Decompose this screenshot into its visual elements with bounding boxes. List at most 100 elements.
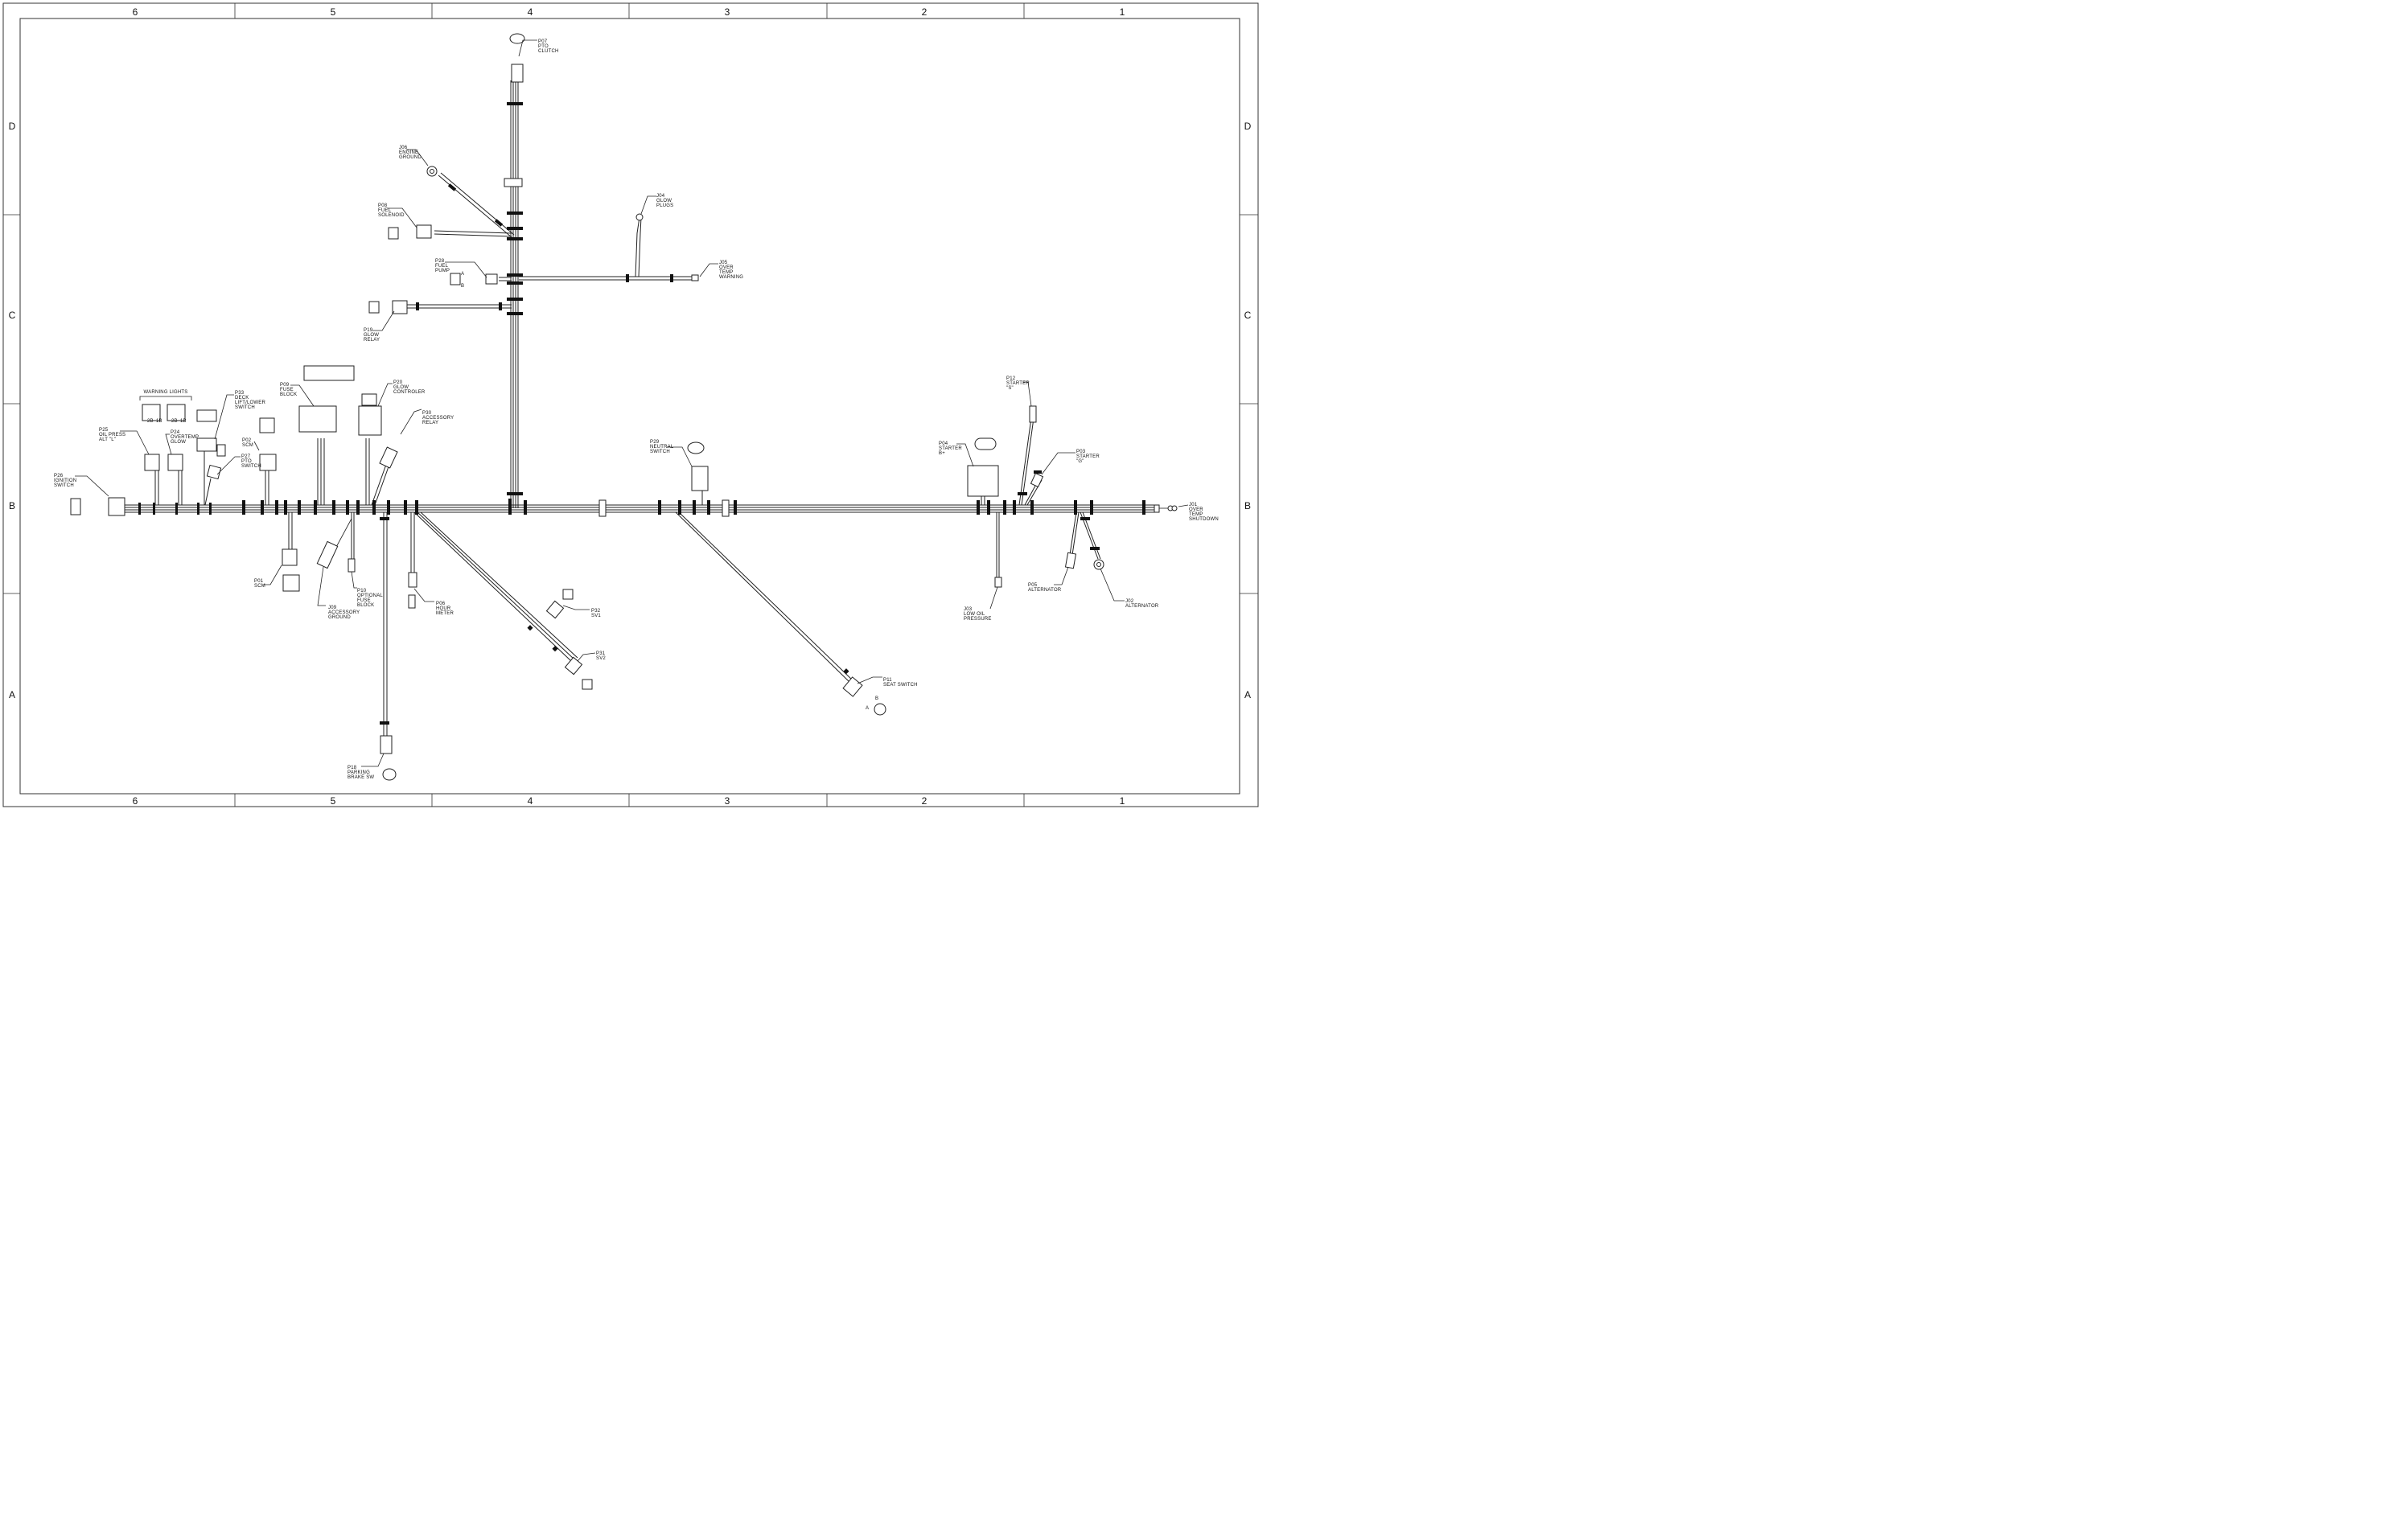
label-p12-line: "S" <box>1006 386 1014 391</box>
col-label-5-bottom: 5 <box>331 795 336 807</box>
label-p19-line: RELAY <box>364 338 380 343</box>
branch-fuel-pump <box>499 277 512 281</box>
label-p09-line: P09 <box>280 383 290 388</box>
pin-letter-a-p28: A <box>461 272 464 277</box>
branch-temp <box>519 216 692 281</box>
label-p32-line: SV1 <box>591 614 601 618</box>
warning-light-pin-1b-right: 1B <box>180 419 187 424</box>
label-p09-line: BLOCK <box>280 392 297 397</box>
label-p03-line: P03 <box>1076 450 1086 454</box>
label-p25-line: ALT "L" <box>99 437 116 442</box>
label-j04-line: GLOW <box>656 199 672 203</box>
label-p07-line: P07 <box>538 39 548 44</box>
row-label-B-right: B <box>1244 500 1251 511</box>
label-p27-line: SWITCH <box>241 464 261 469</box>
label-j05-line: J05 <box>719 261 728 265</box>
label-p02-line: SCM <box>242 443 253 448</box>
col-label-2-bottom: 2 <box>922 795 927 807</box>
harness-drawing: 6 5 4 3 2 1 6 5 4 3 2 1 D C B A D C B A <box>2 2 1259 807</box>
label-p29-line: NEUTRAL <box>650 445 674 450</box>
label-j02-line: ALTERNATOR <box>1125 604 1159 609</box>
label-p04-line: P04 <box>939 441 948 446</box>
label-p24-line: OVERTEMP <box>171 435 199 440</box>
label-p04-line: STARTER <box>939 446 962 451</box>
row-label-A-left: A <box>9 689 15 700</box>
label-p09-line: FUSE <box>280 388 294 392</box>
row-label-D-right: D <box>1244 121 1252 132</box>
leader-lines <box>75 39 1189 767</box>
label-p26-line: P26 <box>54 474 64 478</box>
label-p24-line: P24 <box>171 430 180 435</box>
label-p33-line: P33 <box>235 391 245 396</box>
branch-engine-ground <box>438 172 515 238</box>
label-p31-line: P31 <box>596 651 606 656</box>
label-p19-line: GLOW <box>364 333 379 338</box>
label-p10-line: P10 <box>357 589 367 593</box>
label-p20-line: P20 <box>393 380 403 385</box>
label-p20-line: GLOW <box>393 385 409 390</box>
col-label-3-top: 3 <box>725 6 730 18</box>
main-trunk <box>121 504 1174 513</box>
drawing-frame: 6 5 4 3 2 1 6 5 4 3 2 1 D C B A D C B A <box>2 2 1259 807</box>
label-p26-line: IGNITION <box>54 478 76 483</box>
label-p31-line: SV2 <box>596 656 606 661</box>
pin-letter-b-p28: B <box>461 284 464 289</box>
label-j05-line: WARNING <box>719 275 743 280</box>
tie-wraps <box>138 102 1145 725</box>
label-p10-line: OPTIONAL <box>357 593 383 598</box>
vertical-trunk <box>510 80 519 508</box>
label-p29-line: P29 <box>650 440 660 445</box>
label-p11-line: SEAT SWITCH <box>883 683 918 688</box>
label-j01-line: OVER <box>1189 507 1203 512</box>
label-p10-line: BLOCK <box>357 603 374 608</box>
label-p20-line: CONTROLER <box>393 390 426 395</box>
label-p07-line: PTO <box>538 44 549 49</box>
warning-light-pin-1b-left: 1B <box>156 419 162 424</box>
label-j01-line: TEMP <box>1189 512 1203 517</box>
col-label-1-top: 1 <box>1120 6 1125 18</box>
branch-fuel-solenoid <box>434 230 512 237</box>
pin-letter-a-p11: A <box>866 706 869 711</box>
label-p03-line: "G" <box>1076 459 1084 464</box>
col-label-4-top: 4 <box>528 6 533 18</box>
label-p27-line: P27 <box>241 454 251 459</box>
col-label-3-bottom: 3 <box>725 795 730 807</box>
branch-seat-switch <box>675 511 855 684</box>
label-p19-line: P19 <box>364 328 373 333</box>
branch-parking-brake <box>383 512 388 736</box>
row-label-C-right: C <box>1244 310 1252 321</box>
label-p01-line: SCM <box>254 584 265 589</box>
label-j03-line: LOW OIL <box>964 612 985 617</box>
label-j05-line: TEMP <box>719 270 733 275</box>
label-j09-line: ACCESSORY <box>328 610 360 615</box>
label-p04-line: B+ <box>939 451 945 456</box>
label-p08-line: SOLENOID <box>378 213 405 218</box>
label-j09-line: J09 <box>328 606 337 610</box>
label-j06-line: ENGINE <box>399 150 418 155</box>
label-p33-line: SWITCH <box>235 405 255 410</box>
label-p30-line: P30 <box>422 411 432 416</box>
col-label-5-top: 5 <box>331 6 336 18</box>
warning-light-pin-2b-left: 2B <box>147 419 154 424</box>
label-p28-line: PUMP <box>435 269 450 273</box>
connector-labels: WARNING LIGHTS 2B 1B 2B 1B A B A B <box>144 272 878 711</box>
